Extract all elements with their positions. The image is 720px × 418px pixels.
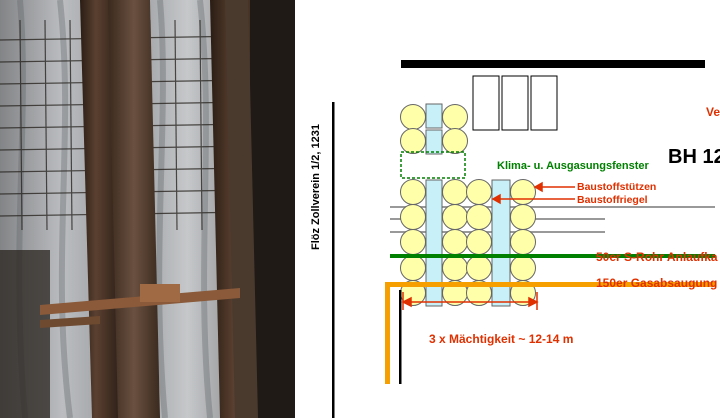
support-layout-diagram: Flöz Zollverein 1/2, 1231 Ve BH 12 Klima… <box>310 60 720 418</box>
dimension-label: 3 x Mächtigkeit ~ 12-14 m <box>429 332 573 346</box>
box-3 <box>530 75 558 131</box>
baustoffstuetzen-label: Baustoffstützen <box>577 181 656 193</box>
box-2 <box>501 75 529 131</box>
baustoffriegel-label: Baustoffriegel <box>577 194 648 206</box>
rib-line <box>332 102 335 418</box>
srohr-label: 50er S-Rohr Anlaufka <box>596 250 718 264</box>
dimension-arrow <box>401 292 539 310</box>
clipped-top-label: Ve <box>706 105 720 119</box>
upper-support-group <box>400 103 468 155</box>
ventilation-window-outline <box>400 151 466 179</box>
mine-support-photo <box>0 0 295 418</box>
arrow-baustoffstuetzen <box>533 181 575 193</box>
floor-rib-line <box>399 290 402 384</box>
green-pipe-s-rohr <box>390 254 715 258</box>
orange-pipe-vertical <box>385 282 390 384</box>
roof-bar <box>401 60 705 68</box>
seam-label: Flöz Zollverein 1/2, 1231 <box>310 124 322 250</box>
box-1 <box>472 75 500 131</box>
klima-label: Klima- u. Ausgasungsfenster <box>497 160 650 172</box>
orange-pipe-horizontal <box>385 282 715 287</box>
bh-label: BH 12 <box>668 146 720 168</box>
arrow-baustoffriegel <box>491 193 575 205</box>
gasabsaugung-label: 150er Gasabsaugung <box>596 276 717 290</box>
